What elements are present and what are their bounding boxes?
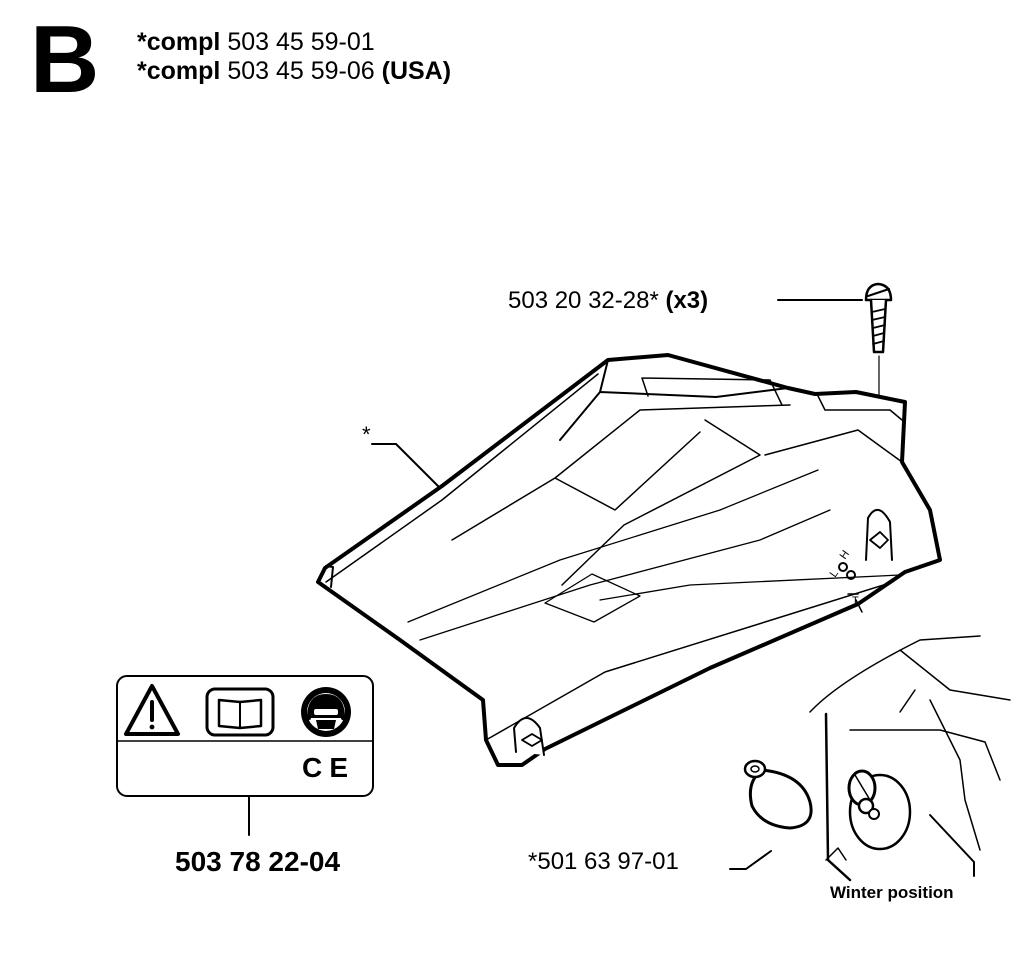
screw-part-number: 503 20 32-28*	[508, 287, 659, 314]
section-letter: B	[30, 6, 100, 113]
assembly-prefix: *compl	[137, 28, 221, 56]
manual-book-icon	[205, 687, 275, 737]
cap-part-label: *501 63 97-01	[528, 848, 679, 875]
assembly-region: (USA)	[381, 57, 452, 85]
assembly-prefix: *compl	[137, 57, 221, 85]
adjust-l-mark: L	[828, 568, 841, 580]
adjust-t-mark: T	[852, 595, 859, 607]
cover-drawing	[316, 353, 942, 767]
assembly-number: 503 45 59-01	[227, 28, 375, 56]
winter-inset-drawing	[809, 635, 1011, 882]
assembly-number: 503 45 59-06	[227, 57, 375, 85]
screw-part-label: 503 20 32-28* (x3)	[508, 289, 708, 313]
winter-position-label: Winter position	[830, 883, 954, 902]
protective-gear-icon	[301, 687, 351, 737]
warning-triangle-icon	[124, 684, 180, 736]
screw-quantity: (x3)	[665, 287, 709, 314]
assembly-line-1: *compl 503 45 59-01	[137, 30, 375, 55]
cap-drawing	[743, 759, 813, 830]
assembly-line-2: *compl 503 45 59-06 (USA)	[137, 59, 451, 84]
cover-marker-label: *	[362, 422, 371, 447]
decal-part-label: 503 78 22-04	[175, 846, 341, 877]
leader-lines	[248, 299, 975, 877]
warning-decal	[116, 675, 374, 797]
